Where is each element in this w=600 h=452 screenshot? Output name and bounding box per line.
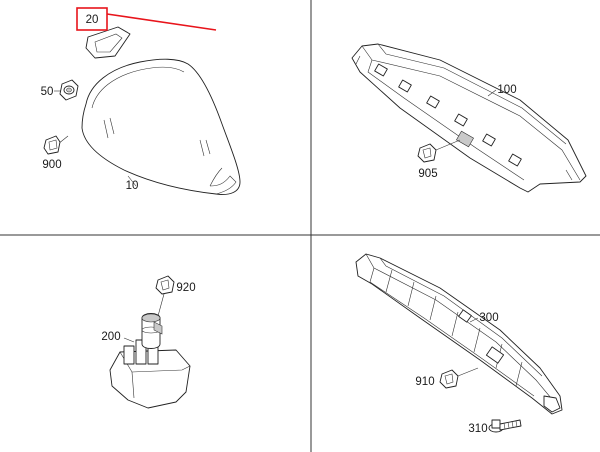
- label-100: 100: [497, 84, 516, 96]
- part-50-nut[interactable]: [54, 79, 79, 101]
- label-20: 20: [86, 14, 99, 26]
- part-20-pad[interactable]: [85, 26, 131, 59]
- part-310-screw[interactable]: [488, 419, 522, 433]
- part-10-lamp-housing[interactable]: [81, 58, 241, 195]
- leader-100: [487, 89, 497, 97]
- part-200-socket[interactable]: [109, 313, 191, 409]
- leader-200: [123, 337, 135, 343]
- highlight-box: [76, 7, 108, 31]
- label-920: 920: [176, 282, 195, 294]
- part-900-clip[interactable]: [43, 135, 69, 155]
- label-300: 300: [479, 312, 498, 324]
- label-905: 905: [418, 168, 437, 180]
- highlight-leader-line: [106, 13, 217, 31]
- part-905-clip[interactable]: [417, 139, 461, 163]
- label-310: 310: [468, 423, 487, 435]
- label-910: 910: [415, 376, 434, 388]
- part-300-light-bar[interactable]: [355, 253, 563, 415]
- label-200: 200: [101, 331, 120, 343]
- part-100-brake-light[interactable]: [351, 43, 587, 193]
- label-50: 50: [41, 86, 54, 98]
- label-10: 10: [126, 180, 139, 192]
- leader-300: [469, 317, 479, 323]
- part-910-clip[interactable]: [439, 367, 479, 389]
- label-900: 900: [42, 159, 61, 171]
- part-920-clip[interactable]: [155, 275, 175, 317]
